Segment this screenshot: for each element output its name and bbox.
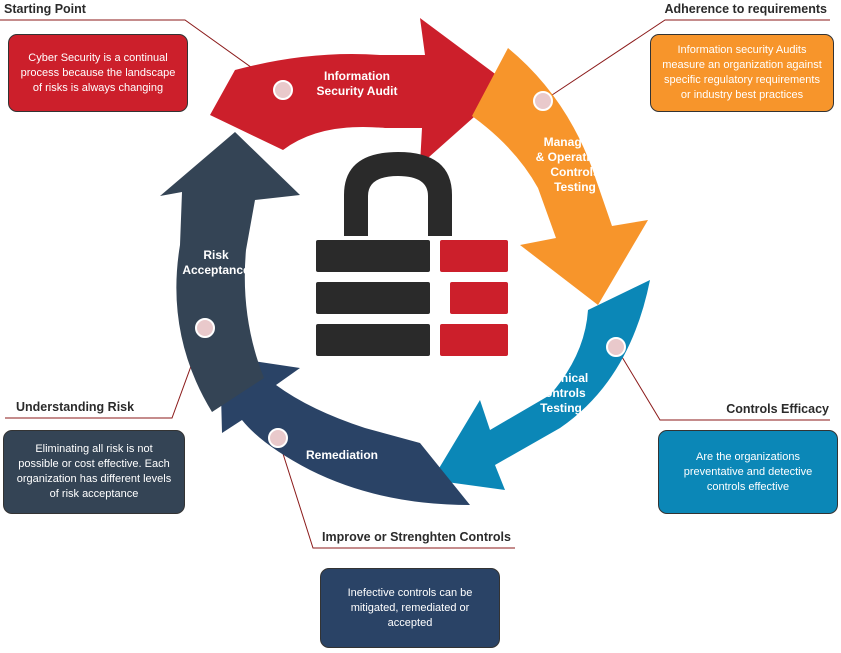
lock-brick-red bbox=[440, 240, 508, 272]
heading-adherence: Adherence to requirements bbox=[664, 2, 827, 16]
card-adherence-text: Information security Audits measure an o… bbox=[662, 44, 822, 101]
connector-adherence bbox=[542, 19, 830, 102]
lock-brick-red bbox=[450, 282, 508, 314]
label-information-security-audit: Information Security Audit bbox=[316, 69, 398, 98]
dot-improve bbox=[268, 428, 288, 448]
dot-understanding-risk bbox=[195, 318, 215, 338]
heading-understanding-risk: Understanding Risk bbox=[16, 400, 135, 414]
connector-improve bbox=[277, 437, 515, 549]
cycle-dots bbox=[195, 80, 626, 448]
dot-adherence bbox=[533, 91, 553, 111]
padlock-shackle bbox=[344, 152, 452, 236]
card-starting-point-text: Cyber Security is a continual process be… bbox=[20, 51, 176, 94]
heading-starting-point: Starting Point bbox=[4, 2, 86, 16]
lock-bar bbox=[316, 324, 430, 356]
heading-controls-efficacy: Controls Efficacy bbox=[726, 402, 829, 416]
card-controls-efficacy-text: Are the organizations preventative and d… bbox=[683, 450, 813, 493]
lock-bar bbox=[316, 282, 430, 314]
card-starting-point: Cyber Security is a continual process be… bbox=[8, 34, 188, 112]
lock-bar bbox=[316, 240, 430, 272]
label-remediation: Remediation bbox=[305, 448, 378, 462]
dot-starting-point bbox=[273, 80, 293, 100]
heading-improve: Improve or Strenghten Controls bbox=[322, 530, 511, 544]
segment-managerial-operational bbox=[472, 48, 648, 305]
label-technical-controls: Technical Controls Testing bbox=[533, 371, 589, 415]
card-improve: Inefective controls can be mitigated, re… bbox=[320, 568, 500, 648]
card-understanding-risk: Eliminating all risk is not possible or … bbox=[3, 430, 185, 514]
card-improve-text: Inefective controls can be mitigated, re… bbox=[347, 586, 473, 629]
segment-technical-controls bbox=[432, 280, 650, 490]
card-controls-efficacy: Are the organizations preventative and d… bbox=[658, 430, 838, 514]
dot-controls-efficacy bbox=[606, 337, 626, 357]
segment-remediation bbox=[220, 356, 470, 505]
card-understanding-risk-text: Eliminating all risk is not possible or … bbox=[16, 443, 172, 500]
lock-brick-red bbox=[440, 324, 508, 356]
label-managerial-operational: Managerial & Operational Controls Testin… bbox=[535, 135, 615, 194]
padlock-icon bbox=[316, 152, 508, 356]
label-risk-acceptance: Risk Acceptance bbox=[182, 248, 250, 277]
segment-risk-acceptance bbox=[160, 132, 300, 412]
segment-information-security-audit bbox=[210, 18, 510, 165]
connector-controls-efficacy bbox=[615, 346, 830, 421]
card-adherence: Information security Audits measure an o… bbox=[650, 34, 834, 112]
